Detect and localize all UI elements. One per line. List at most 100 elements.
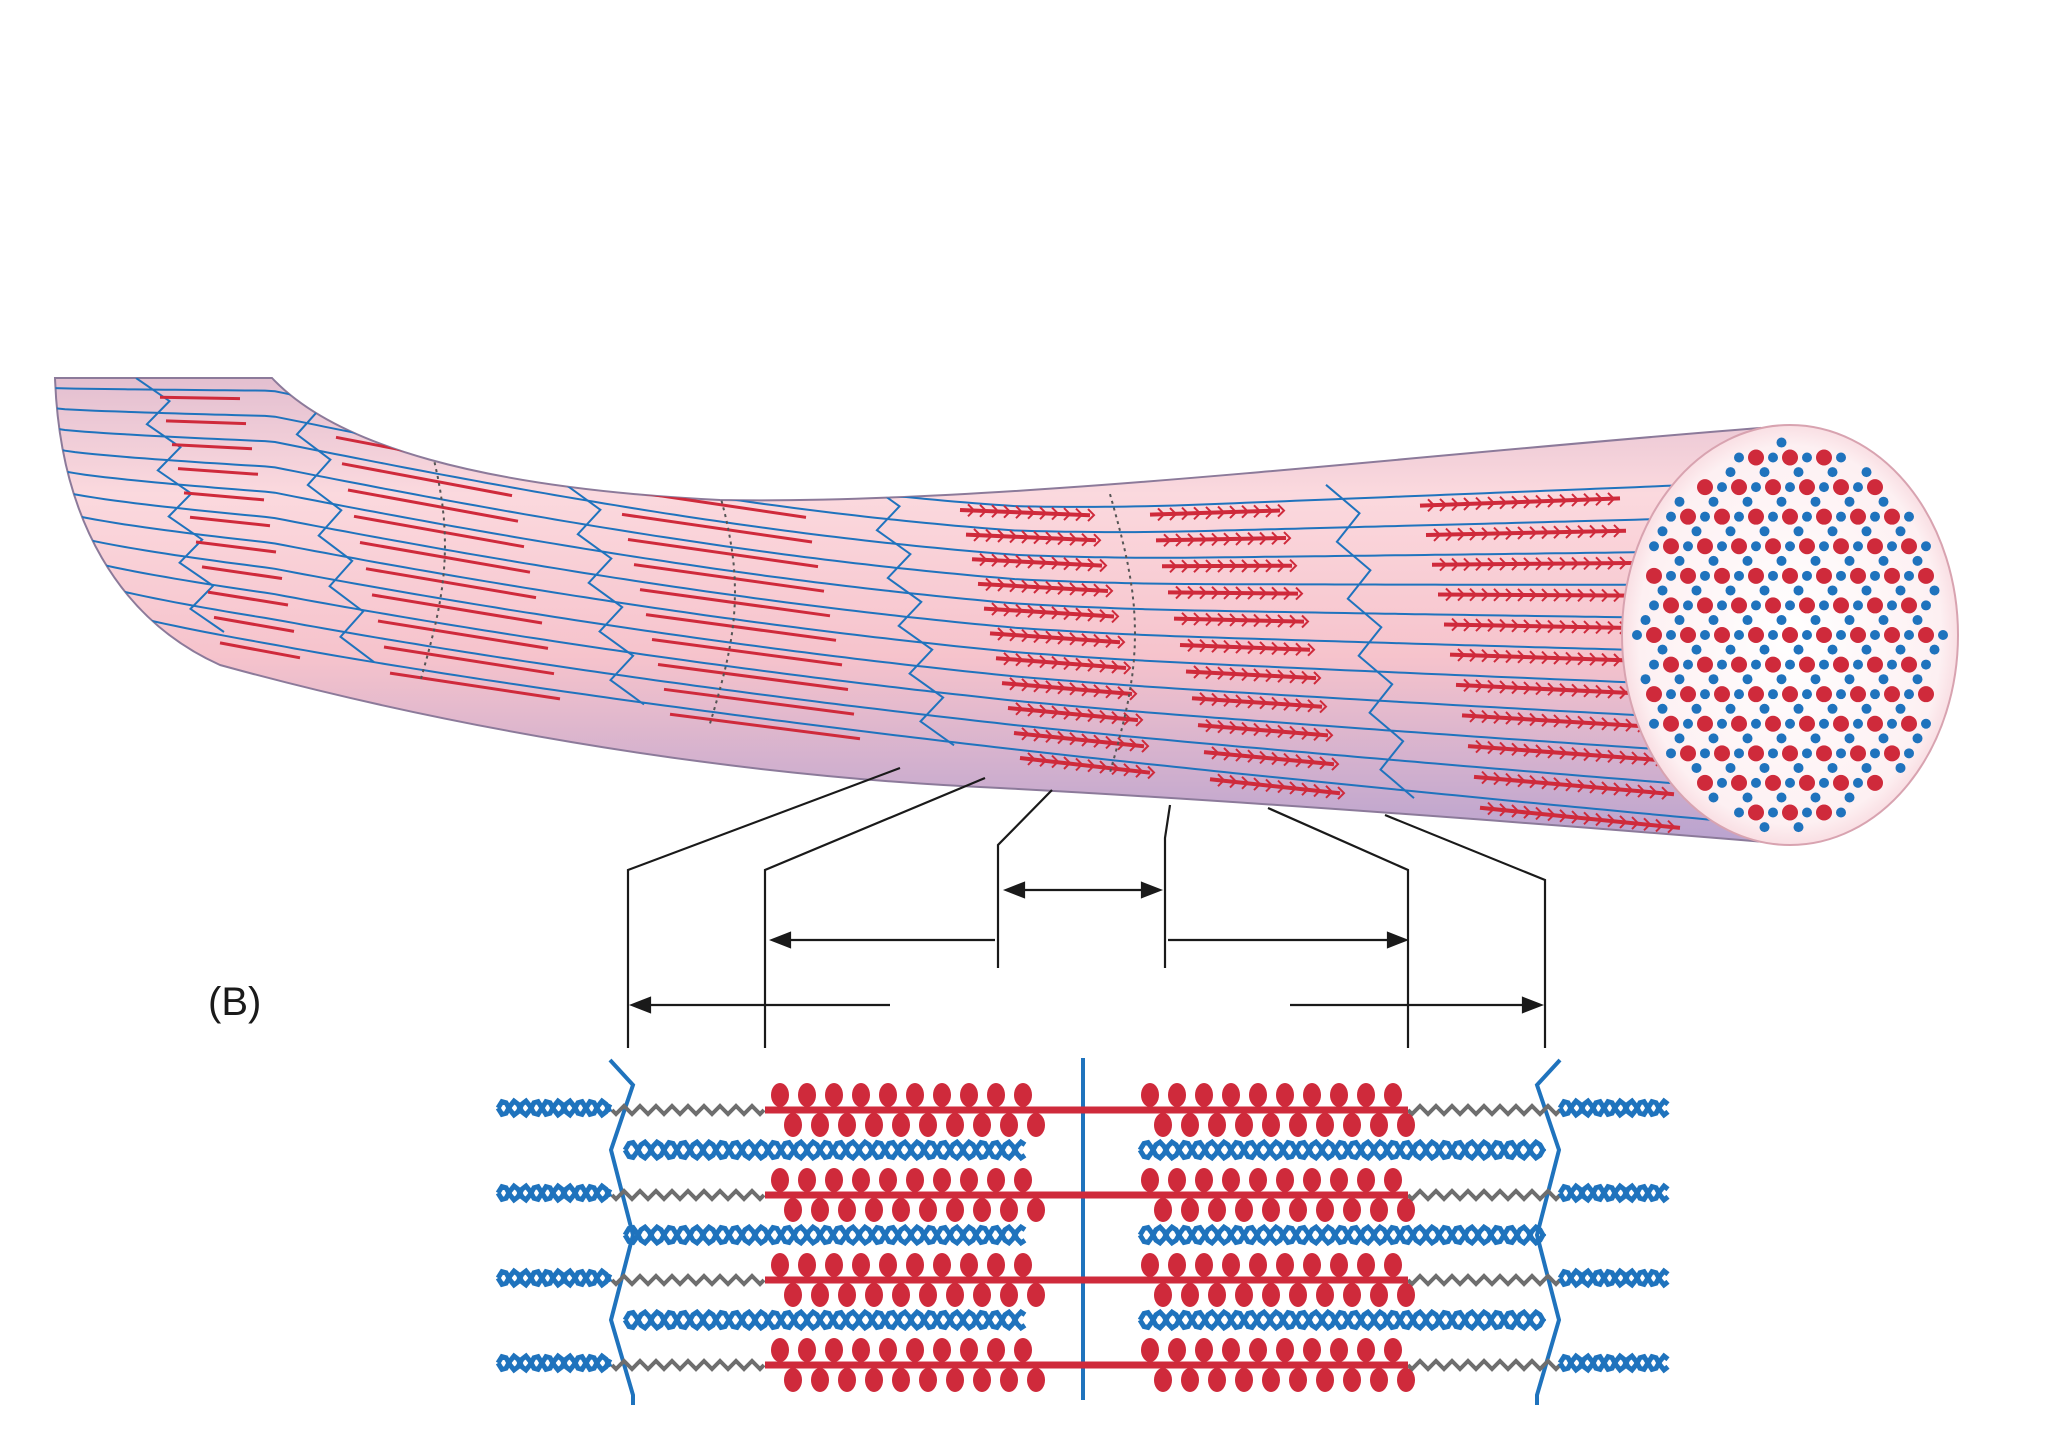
myosin-head: [1487, 496, 1496, 510]
myosin-head: [1433, 528, 1442, 542]
myosin-head: [1547, 556, 1556, 571]
thick-filament-segment: [353, 514, 525, 549]
thin-filament-dot: [1844, 555, 1855, 566]
myosin-head: [1229, 774, 1238, 789]
myosin-head: [1559, 619, 1568, 634]
thick-filament-dot: [1765, 715, 1781, 732]
myosin-head: [879, 1168, 897, 1192]
thin-filament-dot: [1751, 482, 1761, 493]
myosin-head: [1469, 648, 1478, 663]
thin-filament-dot: [1759, 822, 1770, 833]
thin-filament-dot: [1802, 689, 1812, 700]
thick-filament-segment: [195, 540, 277, 554]
myosin-head: [1235, 748, 1244, 762]
myosin-head: [1045, 729, 1054, 744]
myosin-head: [1039, 753, 1048, 768]
thick-filament-dot: [1697, 597, 1713, 614]
myosin-head: [892, 1368, 910, 1392]
thin-filament-dot: [1802, 630, 1812, 640]
myosin-head: [1529, 650, 1538, 664]
myosin-head: [1475, 679, 1484, 693]
thin-filament-dot: [1921, 659, 1931, 670]
thick-filament-segment: [359, 541, 531, 574]
thin-filament: [1137, 1308, 1547, 1332]
thin-filament-dot: [1904, 748, 1914, 759]
myosin-head: [1175, 585, 1184, 600]
myosin-head: [1235, 694, 1244, 708]
thin-filament-row: [55, 508, 1756, 689]
myosin-head: [1027, 1198, 1045, 1222]
m-line-dotted: [419, 407, 447, 683]
myosin-head: [1249, 1083, 1267, 1107]
myosin-head: [1051, 506, 1060, 521]
thick-filament-segment: [633, 563, 825, 593]
thin-filament-dot: [1827, 644, 1838, 655]
thin-filament-dot: [1870, 511, 1880, 522]
myosin-head: [1181, 559, 1190, 573]
myosin-head: [1169, 507, 1178, 521]
myosin-head: [1553, 651, 1562, 665]
myosin-head: [1199, 585, 1208, 600]
myosin-head: [1075, 657, 1084, 672]
myosin-head: [771, 1083, 789, 1107]
myosin-head: [1081, 582, 1090, 597]
myosin-head: [1021, 678, 1030, 692]
myosin-head: [865, 1198, 883, 1222]
myosin-head: [1195, 1168, 1213, 1192]
myosin-head: [1099, 760, 1108, 774]
myosin-head: [1027, 555, 1036, 569]
thin-filament-dot: [1768, 689, 1778, 700]
myosin-head: [1033, 530, 1042, 545]
thick-filament-dot: [1714, 627, 1730, 643]
thin-filament-dot: [1836, 748, 1846, 759]
myosin-head: [1211, 586, 1220, 600]
myosin-head: [1222, 1253, 1240, 1277]
myosin-head: [1217, 505, 1226, 520]
myosin-head: [1463, 618, 1472, 632]
myosin-head: [946, 1198, 964, 1222]
thick-filament-dot: [1680, 567, 1696, 584]
arrowhead: [1140, 881, 1164, 899]
myosin-head: [1529, 526, 1538, 540]
myosin-head: [838, 1198, 856, 1222]
myosin-head: [879, 1338, 897, 1362]
myosin-head: [1217, 612, 1226, 627]
myosin-head: [798, 1253, 816, 1277]
myosin-head: [1601, 588, 1610, 603]
myosin-head: [1000, 1368, 1018, 1392]
myosin-head: [1045, 630, 1054, 644]
myosin-head: [1283, 642, 1292, 656]
myosin-head: [1511, 619, 1520, 633]
thick-filament-segment: [201, 565, 283, 580]
myosin-head: [1463, 557, 1472, 572]
myosin-head: [1045, 580, 1054, 595]
thin-filament-dot: [1768, 807, 1778, 818]
myosin-head: [1117, 736, 1126, 751]
myosin-head: [1289, 670, 1298, 684]
thin-filament-dot: [1810, 674, 1821, 685]
thick-filament-dot: [1731, 774, 1747, 791]
thin-filament-dot: [1836, 630, 1846, 640]
myosin-head: [1511, 742, 1520, 757]
myosin-head: [1469, 527, 1478, 541]
thin-filament-dot: [1904, 630, 1914, 640]
thick-filament-segment: [621, 512, 813, 544]
thin-filament-dot: [1921, 718, 1931, 729]
myosin-head: [1051, 556, 1060, 570]
myosin-head: [1517, 773, 1526, 788]
thin-filament-dot: [1776, 496, 1787, 507]
thin-filament-dot: [1734, 511, 1744, 522]
thin-filament-dot: [1802, 452, 1812, 463]
myosin-head: [1601, 524, 1610, 538]
myosin-head: [946, 1283, 964, 1307]
myosin-head: [1157, 507, 1166, 522]
myosin-head: [1547, 682, 1556, 696]
myosin-head: [1249, 1338, 1267, 1362]
myosin-head: [1313, 727, 1322, 742]
myosin-head: [979, 504, 988, 518]
myosin-head: [1289, 1368, 1307, 1392]
myosin-head: [1343, 1113, 1361, 1137]
myosin-head: [1289, 1198, 1307, 1222]
myofibril: [53, 377, 1767, 844]
myosin-head: [1259, 750, 1268, 765]
